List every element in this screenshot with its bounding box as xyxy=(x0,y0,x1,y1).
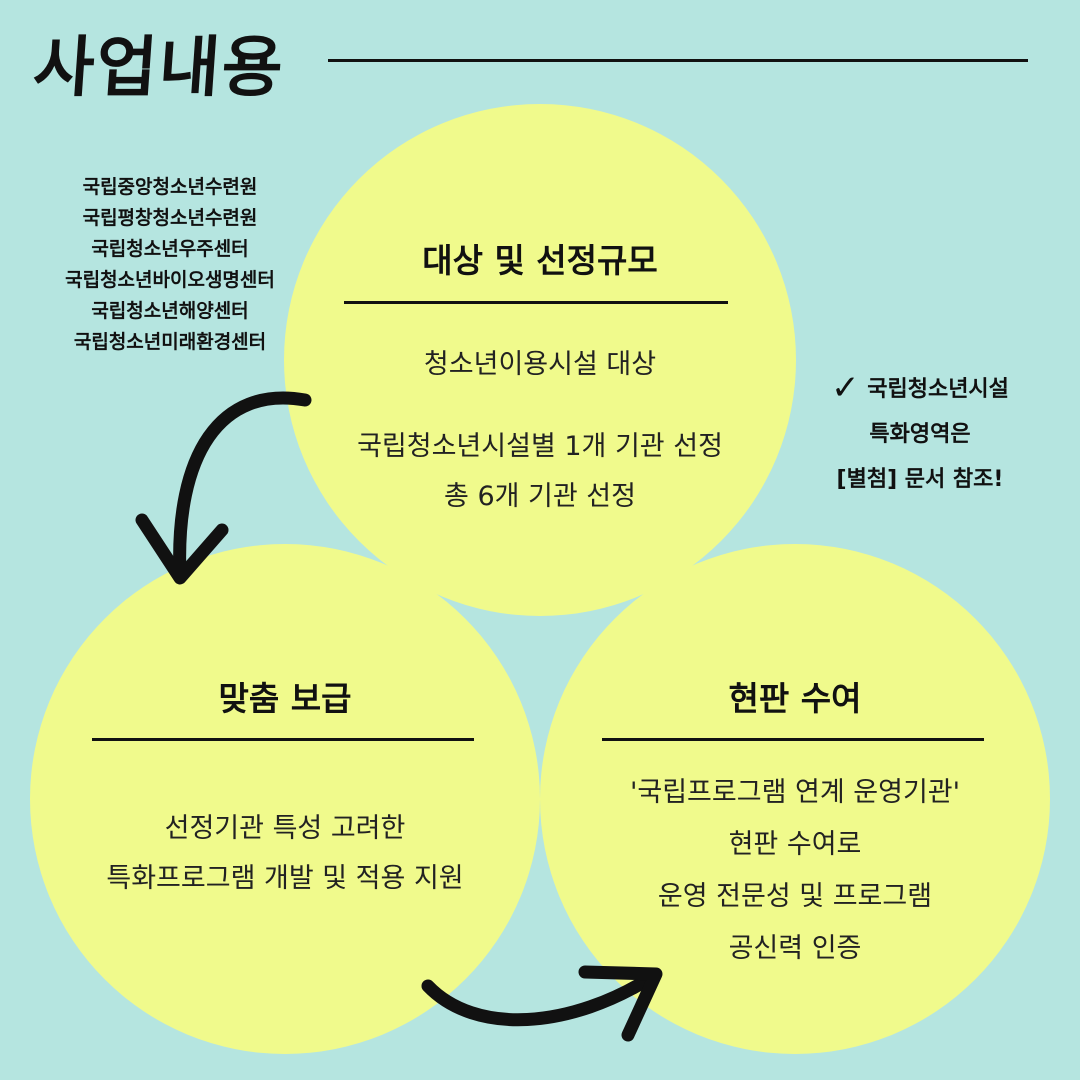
heading-divider xyxy=(344,301,728,304)
circle-plaque-award: 현판 수여 '국립프로그램 연계 운영기관' 현판 수여로 운영 전문성 및 프… xyxy=(540,544,1050,1054)
circle-text-line: '국립프로그램 연계 운영기관' xyxy=(629,777,961,808)
note-line: 특화영역은 xyxy=(869,422,971,447)
circle-text-line: 현판 수여로 xyxy=(728,829,862,860)
circle-text-line: 청소년이용시설 대상 xyxy=(423,349,657,380)
facility-item: 국립청소년미래환경센터 xyxy=(73,331,267,353)
circle-heading: 현판 수여 xyxy=(728,679,862,718)
heading-divider xyxy=(602,738,984,741)
facility-list: 국립중앙청소년수련원 국립평창청소년수련원 국립청소년우주센터 국립청소년바이오… xyxy=(40,172,300,358)
check-icon: ✓ xyxy=(831,368,860,408)
note-line: 국립청소년시설 xyxy=(867,377,1009,402)
circle-text-line: 선정기관 특성 고려한 xyxy=(164,813,406,844)
heading-divider xyxy=(92,738,474,741)
circle-text-line: 총 6개 기관 선정 xyxy=(444,481,636,512)
facility-item: 국립청소년우주센터 xyxy=(91,238,249,260)
facility-item: 국립청소년해양센터 xyxy=(91,300,249,322)
circle-selection-scale: 대상 및 선정규모 청소년이용시설 대상 국립청소년시설별 1개 기관 선정 총… xyxy=(284,104,796,616)
circle-text-line: 국립청소년시설별 1개 기관 선정 xyxy=(357,431,723,462)
circle-custom-distribution: 맞춤 보급 선정기관 특성 고려한 특화프로그램 개발 및 적용 지원 xyxy=(30,544,540,1054)
facility-item: 국립평창청소년수련원 xyxy=(82,207,258,229)
facility-item: 국립청소년바이오생명센터 xyxy=(65,269,275,291)
circle-text-line: 특화프로그램 개발 및 적용 지원 xyxy=(106,863,464,894)
title-divider xyxy=(328,59,1028,62)
circle-text-line: 공신력 인증 xyxy=(728,933,862,964)
circle-heading: 대상 및 선정규모 xyxy=(422,241,658,280)
side-note: ✓ 국립청소년시설 특화영역은 [별첨] 문서 참조! xyxy=(800,366,1040,502)
note-line: [별첨] 문서 참조! xyxy=(836,467,1004,492)
circle-heading: 맞춤 보급 xyxy=(218,679,352,718)
facility-item: 국립중앙청소년수련원 xyxy=(82,176,258,198)
page-title: 사업내용 xyxy=(30,29,288,106)
circle-text-line: 운영 전문성 및 프로그램 xyxy=(657,881,933,912)
